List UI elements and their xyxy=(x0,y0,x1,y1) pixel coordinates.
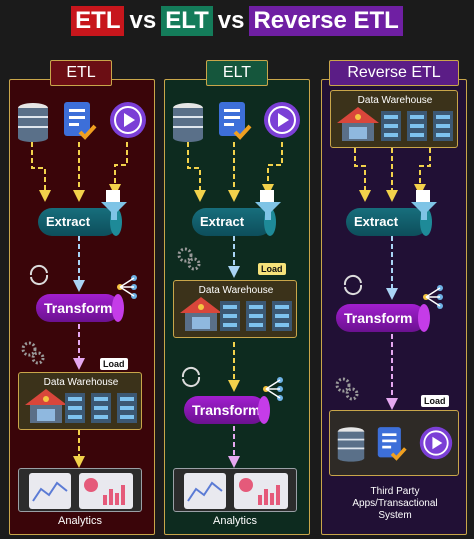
database-icon xyxy=(173,103,203,142)
server-rack-icon xyxy=(381,111,453,141)
cycle-arrows-icon xyxy=(343,274,363,296)
funnel-icon xyxy=(411,190,437,220)
play-icon xyxy=(110,102,146,138)
etl-header: ETL xyxy=(50,60,112,86)
third-party-line-2: Apps/Transactional xyxy=(352,498,438,509)
third-party-line-3: System xyxy=(378,510,412,521)
reverse-extract-step: Extract xyxy=(346,208,432,236)
elt-header: ELT xyxy=(206,60,268,86)
third-party-apps-box xyxy=(329,410,459,476)
cycle-arrows-icon xyxy=(181,366,201,388)
title-vs-2: vs xyxy=(217,7,245,34)
document-check-icon xyxy=(64,102,97,140)
etl-extract-label: Extract xyxy=(46,214,91,229)
elt-warehouse-label: Data Warehouse xyxy=(198,285,274,296)
document-check-icon xyxy=(377,427,407,461)
reverse-extract-label: Extract xyxy=(354,214,399,229)
elt-transform-label: Transform xyxy=(192,402,261,418)
house-icon xyxy=(337,107,379,141)
etl-analytics-label: Analytics xyxy=(57,515,103,527)
house-icon xyxy=(180,297,222,331)
funnel-icon xyxy=(255,190,281,220)
title-etl: ETL xyxy=(71,6,125,36)
server-rack-icon xyxy=(65,393,137,423)
reverse-load-badge: Load xyxy=(421,395,449,407)
database-icon xyxy=(337,427,365,462)
etl-extract-step: Extract xyxy=(38,208,122,236)
etl-transform-step: Transform xyxy=(36,294,124,322)
etl-load-badge: Load xyxy=(100,358,128,370)
play-icon xyxy=(419,426,453,460)
title-vs-1: vs xyxy=(129,7,157,34)
etl-data-warehouse: Data Warehouse xyxy=(18,372,142,430)
elt-analytics-label: Analytics xyxy=(212,515,258,527)
server-rack-icon xyxy=(220,301,292,331)
third-party-line-1: Third Party xyxy=(370,486,420,497)
cycle-arrows-icon xyxy=(29,264,49,286)
third-party-apps-label: Third Party Apps/Transactional System xyxy=(331,486,459,522)
reverse-warehouse-label: Data Warehouse xyxy=(357,95,433,106)
dashboard-icon xyxy=(29,473,133,509)
play-icon xyxy=(264,102,300,138)
network-icon xyxy=(263,377,283,401)
reverse-data-warehouse: Data Warehouse xyxy=(330,90,458,148)
gears-icon xyxy=(177,247,201,271)
database-icon xyxy=(18,103,48,142)
funnel-icon xyxy=(101,190,127,220)
elt-extract-step: Extract xyxy=(192,208,276,236)
gears-icon xyxy=(335,377,359,401)
elt-load-badge: Load xyxy=(258,263,286,275)
etl-analytics-box xyxy=(18,468,142,512)
network-icon xyxy=(423,285,443,309)
gears-icon xyxy=(21,341,45,365)
reverse-transform-step: Transform xyxy=(336,304,430,332)
elt-extract-label: Extract xyxy=(200,214,245,229)
reverse-etl-header: Reverse ETL xyxy=(329,60,459,86)
reverse-transform-label: Transform xyxy=(344,310,413,326)
title-reverse-etl: Reverse ETL xyxy=(249,6,403,36)
dashboard-icon xyxy=(184,473,288,509)
house-icon xyxy=(25,389,67,423)
elt-transform-step: Transform xyxy=(184,396,270,424)
title-elt: ELT xyxy=(161,6,213,36)
etl-transform-label: Transform xyxy=(44,300,113,316)
network-icon xyxy=(117,275,137,299)
elt-data-warehouse: Data Warehouse xyxy=(173,280,297,338)
etl-warehouse-label: Data Warehouse xyxy=(43,377,119,388)
elt-analytics-box xyxy=(173,468,297,512)
document-check-icon xyxy=(219,102,252,140)
